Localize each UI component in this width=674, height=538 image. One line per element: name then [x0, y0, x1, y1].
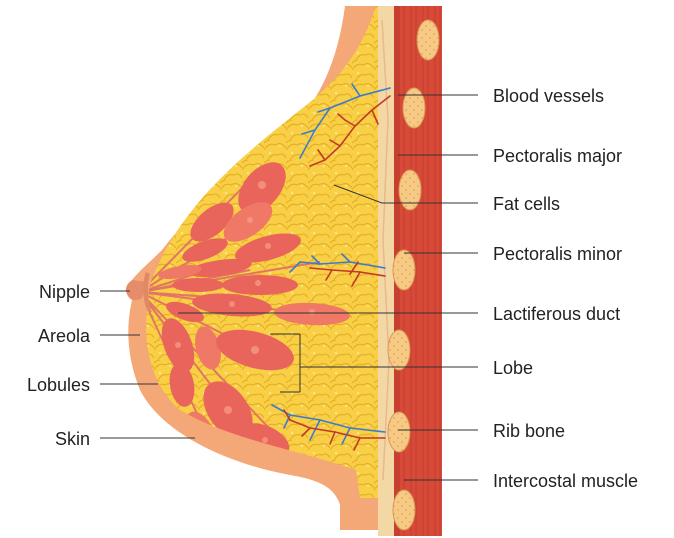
label-pectoralis-major: Pectoralis major — [493, 146, 622, 166]
left-labels: Nipple Areola Lobules Skin — [27, 282, 91, 449]
label-lobules: Lobules — [27, 375, 90, 395]
label-skin: Skin — [55, 429, 90, 449]
label-pectoralis-minor: Pectoralis minor — [493, 244, 622, 264]
label-areola: Areola — [38, 326, 91, 346]
label-nipple: Nipple — [39, 282, 90, 302]
breast-illustration — [126, 6, 442, 536]
label-fat-cells: Fat cells — [493, 194, 560, 214]
label-lobe: Lobe — [493, 358, 533, 378]
label-rib-bone: Rib bone — [493, 421, 565, 441]
label-blood-vessels: Blood vessels — [493, 86, 604, 106]
label-lactiferous-duct: Lactiferous duct — [493, 304, 620, 324]
label-intercostal-muscle: Intercostal muscle — [493, 471, 638, 491]
right-labels: Blood vessels Pectoralis major Fat cells… — [493, 86, 638, 491]
